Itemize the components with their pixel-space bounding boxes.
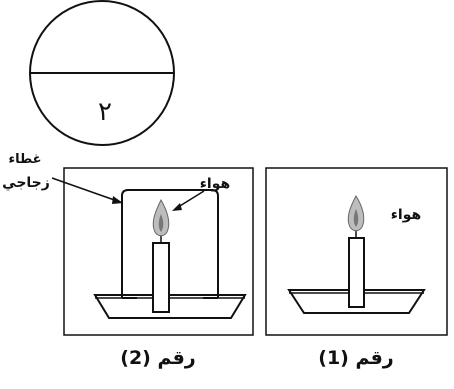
panel-1-frame — [265, 167, 448, 336]
panel-1: هواء رقم (1) — [265, 167, 448, 369]
circle-outline — [29, 0, 175, 146]
air-label-right: هواء — [391, 207, 421, 223]
caption-panel-1: رقم (1) — [318, 347, 394, 369]
divided-circle: ٢ — [29, 0, 175, 146]
cover-label-line2: زجاجي — [2, 175, 50, 191]
candle-left — [152, 242, 170, 313]
dish-left — [93, 294, 247, 319]
panel-2: هواء غطاء زجاجي رقم (2) — [2, 152, 254, 369]
flame-right-core — [353, 209, 359, 227]
candle-right — [348, 237, 365, 308]
panel-2-frame — [63, 167, 254, 336]
cover-arrow — [51, 177, 121, 203]
cover-arrow-head — [112, 196, 123, 204]
caption-panel-2: رقم (2) — [120, 347, 196, 369]
flame-left-core — [158, 214, 164, 232]
glass-cover — [121, 189, 219, 298]
air-label-left: هواء — [200, 176, 230, 192]
air-arrow-left-head — [172, 203, 182, 211]
dish-right — [287, 289, 426, 314]
circle-number: ٢ — [98, 97, 112, 127]
cover-label-line1: غطاء — [8, 152, 41, 167]
